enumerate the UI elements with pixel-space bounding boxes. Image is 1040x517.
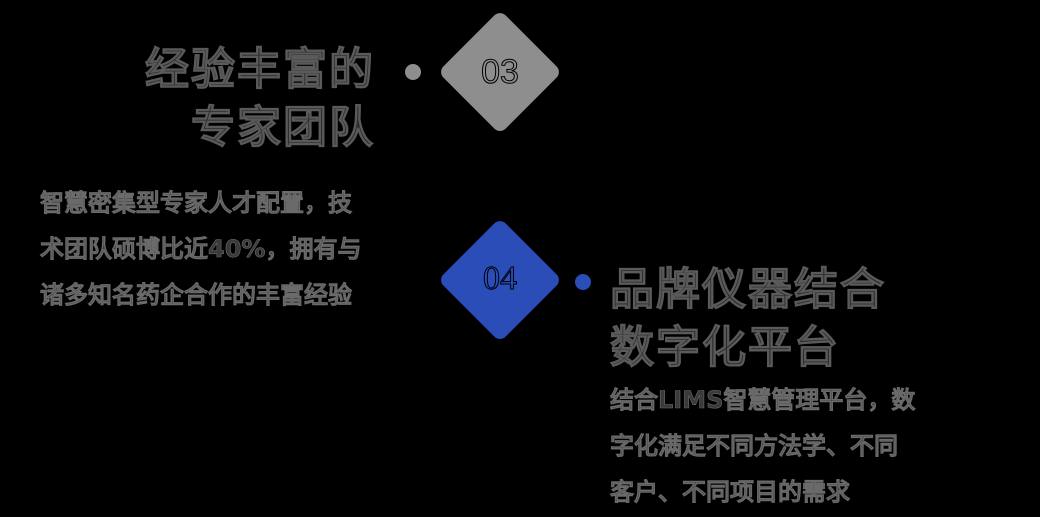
title-line: 数字化平台 xyxy=(610,322,840,374)
desc-line: 术团队硕博比近40%，拥有与 xyxy=(40,235,362,264)
desc-line: 结合LIMS智慧管理平台，数 xyxy=(610,386,916,415)
number-label-04: 04 xyxy=(483,260,518,298)
dot-marker-03 xyxy=(405,64,421,80)
feature-title-03: 经验丰富的 专家团队 xyxy=(75,44,375,154)
title-line: 品牌仪器结合 xyxy=(610,264,886,316)
desc-line: 智慧密集型专家人才配置，技 xyxy=(40,189,353,218)
desc-line: 字化满足不同方法学、不同 xyxy=(610,432,899,461)
feature-desc-03: 智慧密集型专家人才配置，技 术团队硕博比近40%，拥有与 诸多知名药企合作的丰富… xyxy=(40,180,362,318)
title-line: 专家团队 xyxy=(191,102,375,154)
feature-item-04: 04 品牌仪器结合 数字化平台 结合LIMS智慧管理平台，数 字化满足不同方法学… xyxy=(430,210,1040,517)
feature-item-03: 经验丰富的 专家团队 智慧密集型专家人才配置，技 术团队硕博比近40%，拥有与 … xyxy=(0,0,600,320)
feature-desc-04: 结合LIMS智慧管理平台，数 字化满足不同方法学、不同 客户、不同项目的需求 xyxy=(610,377,916,515)
dot-marker-04 xyxy=(575,274,591,290)
desc-line: 诸多知名药企合作的丰富经验 xyxy=(40,281,353,310)
desc-line: 客户、不同项目的需求 xyxy=(610,478,851,507)
feature-title-04: 品牌仪器结合 数字化平台 xyxy=(610,264,886,374)
title-line: 经验丰富的 xyxy=(145,44,375,96)
number-label-03: 03 xyxy=(481,53,520,92)
